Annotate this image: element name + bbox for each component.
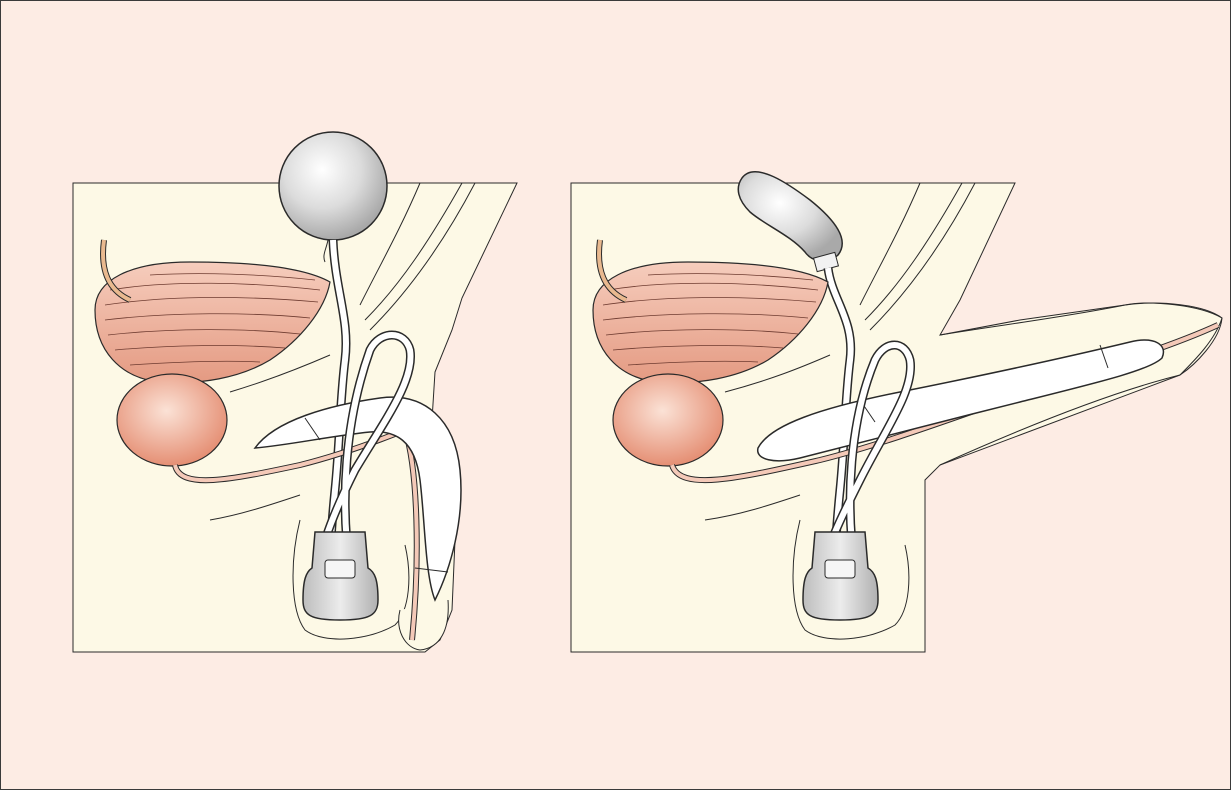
prostate [613,374,723,466]
prostate [117,374,227,466]
reservoir [279,132,387,240]
